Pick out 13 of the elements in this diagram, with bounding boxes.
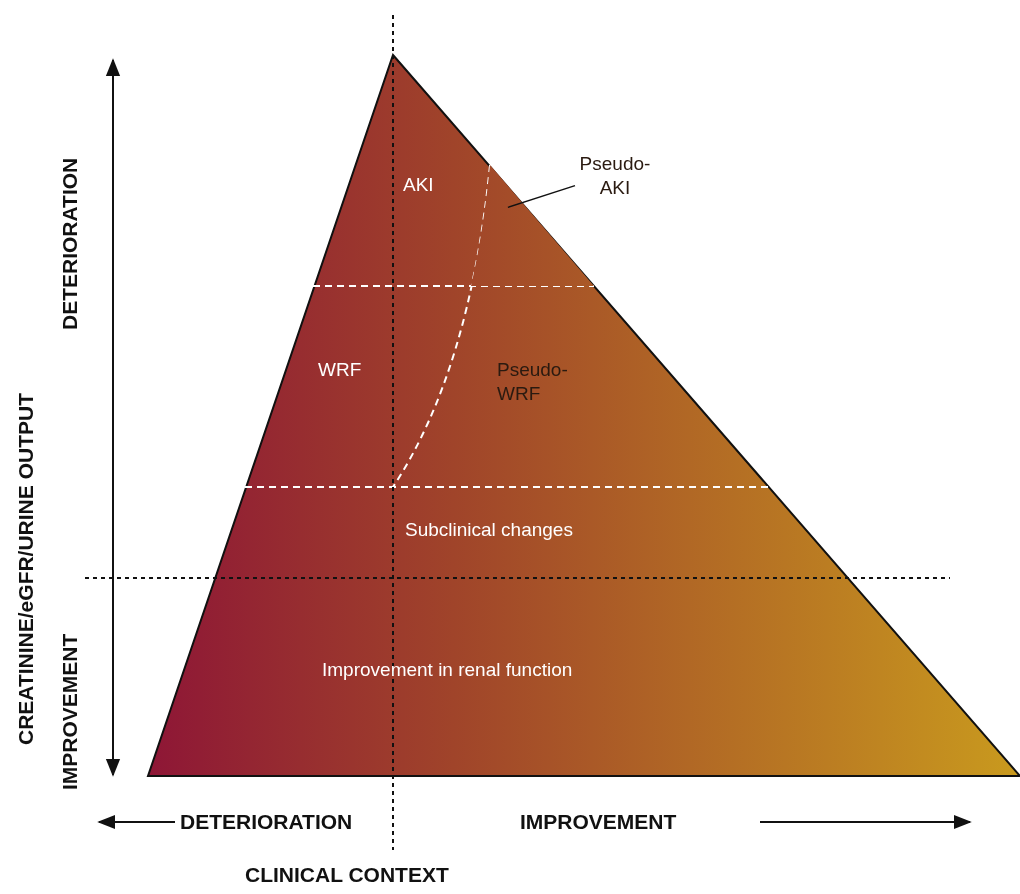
leader-line: [507, 184, 576, 209]
region-label: AKI: [403, 173, 434, 197]
callout-label: Pseudo-AKI: [579, 152, 651, 200]
axis-label: IMPROVEMENT: [520, 810, 677, 834]
axis-label: CREATININE/eGFR/URINE OUTPUT: [14, 393, 38, 745]
region-label: WRF: [318, 358, 362, 382]
axis-label: DETERIORATION: [180, 810, 353, 834]
axis-label: DETERIORATION: [58, 157, 82, 330]
region-label: Pseudo-WRF: [497, 358, 565, 406]
region-label: Subclinical changes: [405, 518, 573, 542]
axis-label: IMPROVEMENT: [58, 633, 82, 790]
region-label: Improvement in renal function: [322, 658, 573, 682]
axis-title: CLINICAL CONTEXT: [245, 863, 449, 887]
